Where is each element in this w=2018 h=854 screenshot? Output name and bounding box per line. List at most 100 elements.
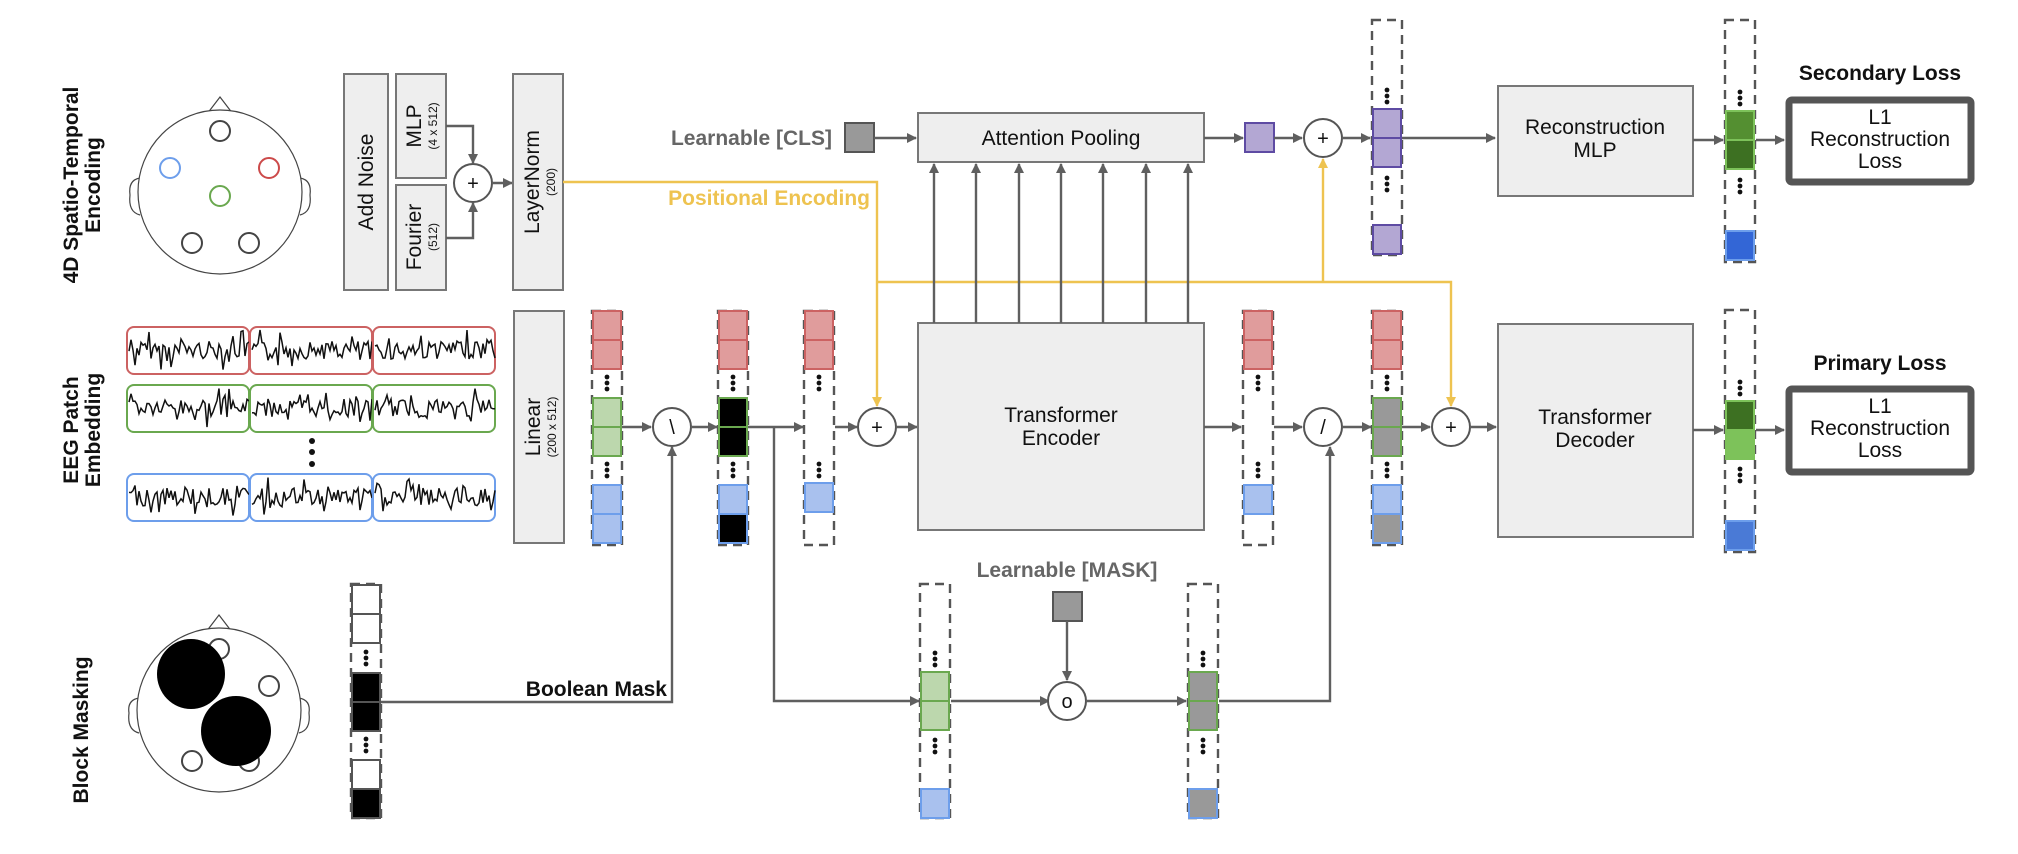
ellipsis-dot	[1384, 467, 1390, 473]
ear-right-icon	[298, 697, 310, 734]
ellipsis-dot	[1255, 467, 1261, 473]
eeg-signal	[374, 477, 496, 512]
block-masking-label: Block Masking	[70, 656, 93, 803]
ellipsis-dot	[1255, 386, 1261, 392]
eeg-signal	[251, 392, 373, 422]
token-green	[920, 671, 950, 702]
column-combined	[1370, 309, 1404, 547]
token-mask-filled	[1188, 671, 1218, 702]
ellipsis-dot	[363, 748, 369, 754]
ellipsis-dot	[1737, 472, 1743, 478]
ellipsis-dot	[1737, 89, 1743, 95]
column-masked	[716, 309, 750, 547]
token-unmasked	[351, 613, 381, 644]
token-masked	[718, 513, 748, 544]
token-red	[592, 339, 622, 370]
eeg-patch-red	[372, 326, 496, 375]
mlp-dims: (4 x 512)	[426, 102, 440, 149]
section-title-patch-embedding: EEG Patch Embedding	[60, 373, 105, 487]
arrow-boolean-mask	[381, 446, 677, 704]
primary-loss-line1: L1	[1868, 395, 1891, 418]
reconstruction-mlp-block	[1497, 85, 1694, 197]
token-columns	[349, 18, 1757, 820]
column-embeddings	[590, 309, 624, 547]
ellipsis-dot	[932, 737, 938, 743]
ellipsis-dot	[604, 473, 610, 479]
ellipsis-dot	[1384, 87, 1390, 93]
ellipsis-dot	[1384, 99, 1390, 105]
ellipsis-dot	[1200, 749, 1206, 755]
recon-mlp-line2: MLP	[1573, 139, 1616, 162]
token-red	[1243, 310, 1273, 341]
learnable-cls-label: Learnable [CLS]	[671, 127, 832, 150]
patch-embedding-line1: EEG Patch	[60, 376, 83, 483]
recon-mlp-line1: Reconstruction	[1525, 116, 1665, 139]
token-blue-out	[1725, 520, 1755, 551]
token-blue-out	[1725, 230, 1755, 261]
ellipsis-dot	[1200, 743, 1206, 749]
ellipsis-dot	[932, 650, 938, 656]
token-unmasked	[351, 584, 381, 615]
token-mask-filled	[1188, 700, 1218, 731]
ellipsis-dot	[604, 461, 610, 467]
pooled-token	[1244, 122, 1275, 153]
ellipsis-dot	[1200, 656, 1206, 662]
ellipsis-dot	[1255, 374, 1261, 380]
arrow-fourier-to-add	[446, 202, 478, 240]
secondary-loss-line1: L1	[1868, 106, 1891, 129]
head-outline	[137, 109, 303, 275]
mlp-label: MLP	[403, 104, 426, 147]
ellipsis-dot	[816, 473, 822, 479]
ellipsis-dot	[1737, 391, 1743, 397]
ear-left-icon	[128, 697, 140, 734]
token-red	[1243, 339, 1273, 370]
fourier-label: Fourier	[403, 204, 426, 271]
eeg-patch-grid	[126, 326, 496, 522]
ellipsis-dot	[1737, 379, 1743, 385]
ear-right-icon	[299, 177, 311, 216]
electrode-gray	[181, 232, 203, 254]
section-title-block-masking: Block Masking	[70, 656, 93, 803]
ellipsis-dot	[932, 743, 938, 749]
add-noise-block	[343, 73, 389, 291]
attention-pooling-label: Attention Pooling	[982, 127, 1141, 150]
eeg-signal	[128, 485, 250, 516]
token-blue	[592, 513, 622, 544]
token-red	[592, 310, 622, 341]
electrode-gray	[209, 120, 231, 142]
arrow-branch-to-mask-path	[772, 427, 920, 706]
ellipsis-dot	[604, 374, 610, 380]
add-noise-label: Add Noise	[355, 134, 378, 231]
secondary-loss-title: Secondary Loss	[1799, 62, 1961, 85]
ellipsis-dot	[816, 380, 822, 386]
eeg-signal	[128, 388, 250, 428]
column-masked-tokens	[918, 582, 952, 820]
transformer-decoder-line1: Transformer	[1538, 406, 1652, 429]
ellipsis-dot	[1384, 386, 1390, 392]
token-green-out	[1725, 429, 1755, 460]
fourier-dims: (512)	[426, 223, 440, 251]
column-primary-output	[1723, 308, 1757, 554]
ellipsis-dot	[604, 380, 610, 386]
head-diagram-masked	[128, 614, 310, 793]
eeg-patch-blue	[372, 473, 496, 522]
ellipsis-dot	[604, 386, 610, 392]
ellipsis-dot	[730, 461, 736, 467]
transformer-decoder-line2: Decoder	[1555, 429, 1634, 452]
ellipsis-dot	[1255, 473, 1261, 479]
ellipsis-dot	[1200, 737, 1206, 743]
section-title-st-encoding: 4D Spatio-Temporal Encoding	[60, 87, 105, 284]
ellipsis-dot	[730, 380, 736, 386]
token-purple	[1372, 108, 1402, 139]
layernorm-dims: (200)	[544, 168, 558, 196]
column-encoder-output	[1241, 309, 1275, 547]
secondary-loss-line2: Reconstruction	[1810, 128, 1950, 151]
ellipsis-dot	[730, 467, 736, 473]
secondary-loss-box	[1785, 96, 1975, 186]
ellipsis-dot	[309, 449, 315, 455]
token-blue	[592, 484, 622, 515]
token-purple	[1372, 137, 1402, 168]
token-masked	[718, 397, 748, 428]
ellipsis-dot	[1200, 662, 1206, 668]
linear-label: Linear	[522, 398, 545, 456]
